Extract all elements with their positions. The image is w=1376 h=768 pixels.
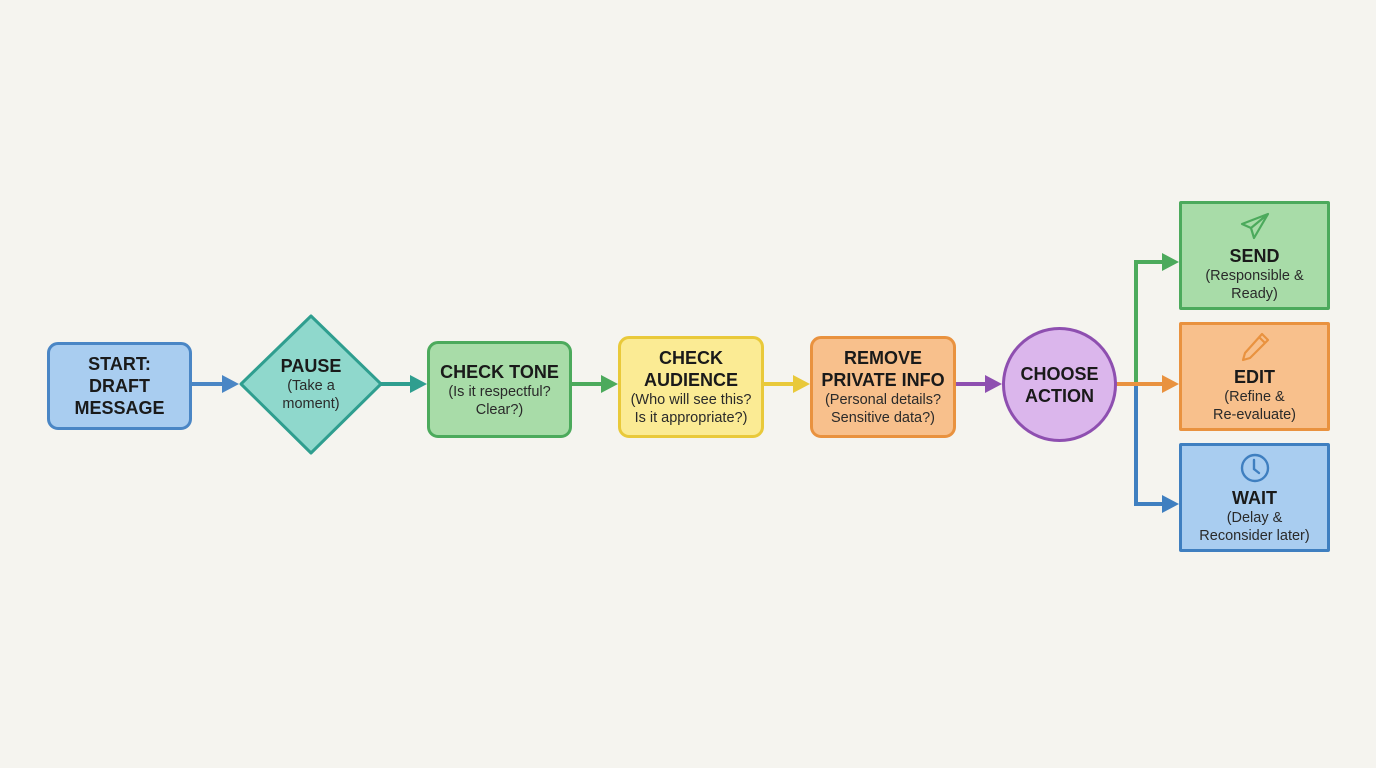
node-subtitle: Sensitive data?) [831, 410, 935, 426]
edge-start-to-pause [191, 375, 239, 393]
node-check-tone[interactable]: CHECK TONE (Is it respectful? Clear?) [427, 341, 572, 438]
node-subtitle: (Is it respectful? [448, 383, 551, 400]
node-check-audience[interactable]: CHECK AUDIENCE (Who will see this? Is it… [618, 336, 764, 438]
node-subtitle: (Delay & [1226, 509, 1283, 526]
node-start-draft-message[interactable]: START: DRAFT MESSAGE [47, 342, 192, 430]
node-remove-private-info[interactable]: REMOVE PRIVATE INFO (Personal details? S… [810, 336, 956, 438]
node-subtitle: (Who will see this? [630, 392, 752, 408]
node-title: PRIVATE INFO [821, 370, 945, 390]
node-title: DRAFT [89, 376, 150, 396]
node-title: CHECK [658, 348, 723, 368]
node-wait[interactable]: WAIT (Delay & Reconsider later) [1179, 443, 1330, 552]
node-subtitle: (Refine & [1224, 388, 1285, 405]
node-title: PAUSE [280, 356, 342, 376]
edge-pause-to-check-tone [381, 375, 427, 393]
node-subtitle: Re-evaluate) [1212, 406, 1296, 423]
node-subtitle: Reconsider later) [1199, 527, 1310, 544]
node-subtitle: Is it appropriate?) [634, 410, 748, 426]
node-title: START: [88, 354, 151, 374]
node-subtitle: (Personal details? [824, 392, 942, 408]
node-pause[interactable]: PAUSE (Take a moment) [251, 346, 371, 422]
node-subtitle: Clear?) [475, 401, 524, 418]
edge-choose-to-send [1134, 253, 1179, 384]
node-title: ACTION [1025, 385, 1094, 406]
node-subtitle: (Take a [287, 378, 335, 394]
edge-choose-to-wait [1134, 384, 1179, 513]
node-choose-action[interactable]: CHOOSE ACTION [1002, 327, 1117, 442]
node-title: CHECK TONE [440, 361, 559, 382]
node-title: SEND [1229, 245, 1280, 266]
edge-choose-to-edit [1116, 375, 1179, 393]
pause-diamond-shape [239, 314, 383, 455]
clock-icon [1240, 453, 1269, 482]
node-send[interactable]: SEND (Responsible & Ready) [1179, 201, 1330, 310]
edge-check-tone-to-audience [571, 375, 618, 393]
edge-remove-private-to-choose [955, 375, 1002, 393]
node-subtitle: (Responsible & [1205, 267, 1304, 284]
node-title: WAIT [1232, 487, 1277, 508]
node-title: REMOVE [843, 348, 922, 368]
node-title: CHOOSE [1020, 363, 1099, 384]
paper-plane-icon [1240, 212, 1269, 239]
node-title: EDIT [1233, 366, 1275, 387]
pencil-icon [1241, 332, 1269, 361]
node-title: AUDIENCE [643, 370, 738, 390]
node-edit[interactable]: EDIT (Refine & Re-evaluate) [1179, 322, 1330, 431]
node-subtitle: Ready) [1231, 285, 1278, 302]
node-subtitle: moment) [282, 396, 340, 412]
node-title: MESSAGE [74, 398, 165, 418]
edge-audience-to-remove-private [763, 375, 810, 393]
